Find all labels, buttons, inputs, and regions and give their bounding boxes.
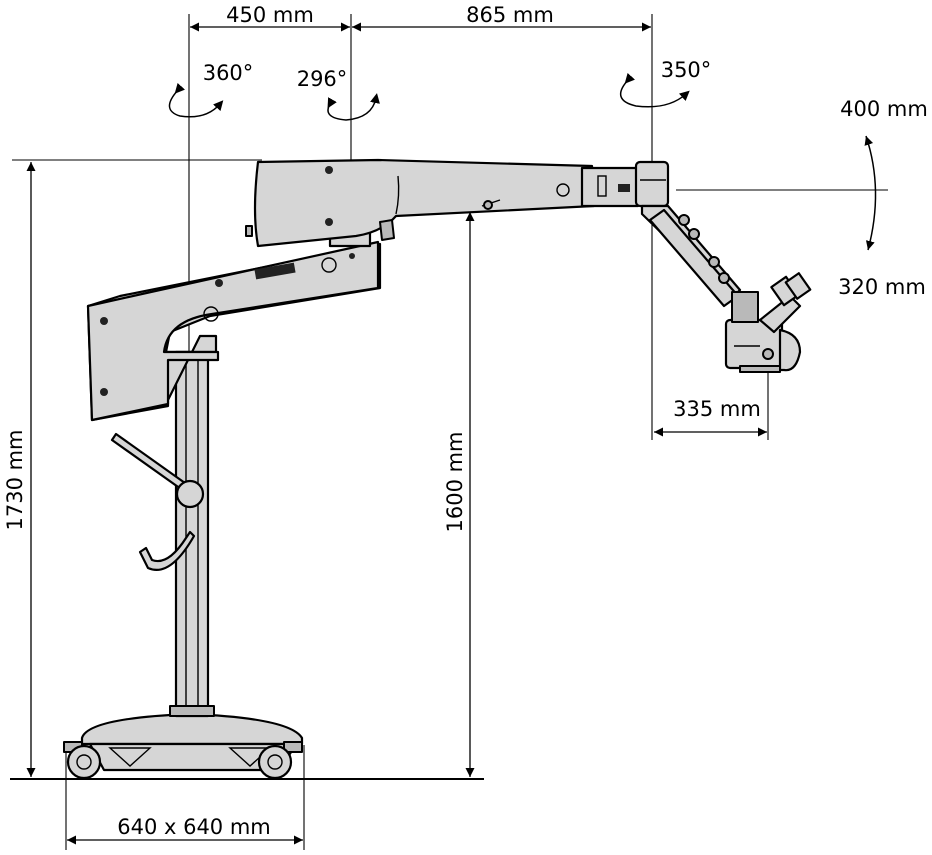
dim-label-450: 450 mm bbox=[226, 3, 314, 27]
dimension-865: 865 mm bbox=[352, 3, 651, 32]
rotation-label-arm: 296° bbox=[297, 67, 348, 91]
lower-arm bbox=[86, 240, 382, 422]
head-mount bbox=[580, 160, 670, 208]
tilt-arc-icon: 400 mm 320 mm bbox=[838, 97, 928, 299]
optics-arm bbox=[640, 204, 742, 308]
dim-label-1600: 1600 mm bbox=[443, 431, 467, 532]
microscope-head bbox=[724, 272, 812, 373]
rotation-head: 350° bbox=[619, 58, 712, 108]
dimension-450: 450 mm bbox=[190, 3, 350, 32]
dimension-1730: 1730 mm bbox=[3, 162, 36, 777]
base bbox=[63, 712, 304, 780]
wheel-left bbox=[66, 744, 102, 780]
dimension-1600: 1600 mm bbox=[443, 212, 475, 777]
dimension-base: 640 x 640 mm bbox=[67, 815, 303, 845]
dim-label-320: 320 mm bbox=[838, 275, 926, 299]
wheel-right bbox=[257, 744, 293, 780]
rotation-label-column: 360° bbox=[203, 61, 254, 85]
dim-label-base: 640 x 640 mm bbox=[117, 815, 271, 839]
dim-label-1730: 1730 mm bbox=[3, 429, 27, 530]
rotation-column: 360° bbox=[168, 61, 254, 118]
rotation-arrow-icon bbox=[619, 72, 690, 108]
dim-label-335: 335 mm bbox=[673, 397, 761, 421]
dim-label-400: 400 mm bbox=[840, 97, 928, 121]
upper-arm bbox=[245, 158, 596, 248]
rotation-arrow-icon bbox=[327, 93, 380, 121]
dim-label-865: 865 mm bbox=[466, 3, 554, 27]
dimension-335: 335 mm bbox=[654, 397, 767, 437]
rotation-arrow-icon bbox=[168, 82, 224, 118]
rotation-label-head: 350° bbox=[661, 58, 712, 82]
rotation-arm: 296° bbox=[297, 67, 380, 121]
microscope-stand bbox=[63, 158, 812, 780]
cable-holder bbox=[110, 432, 205, 571]
